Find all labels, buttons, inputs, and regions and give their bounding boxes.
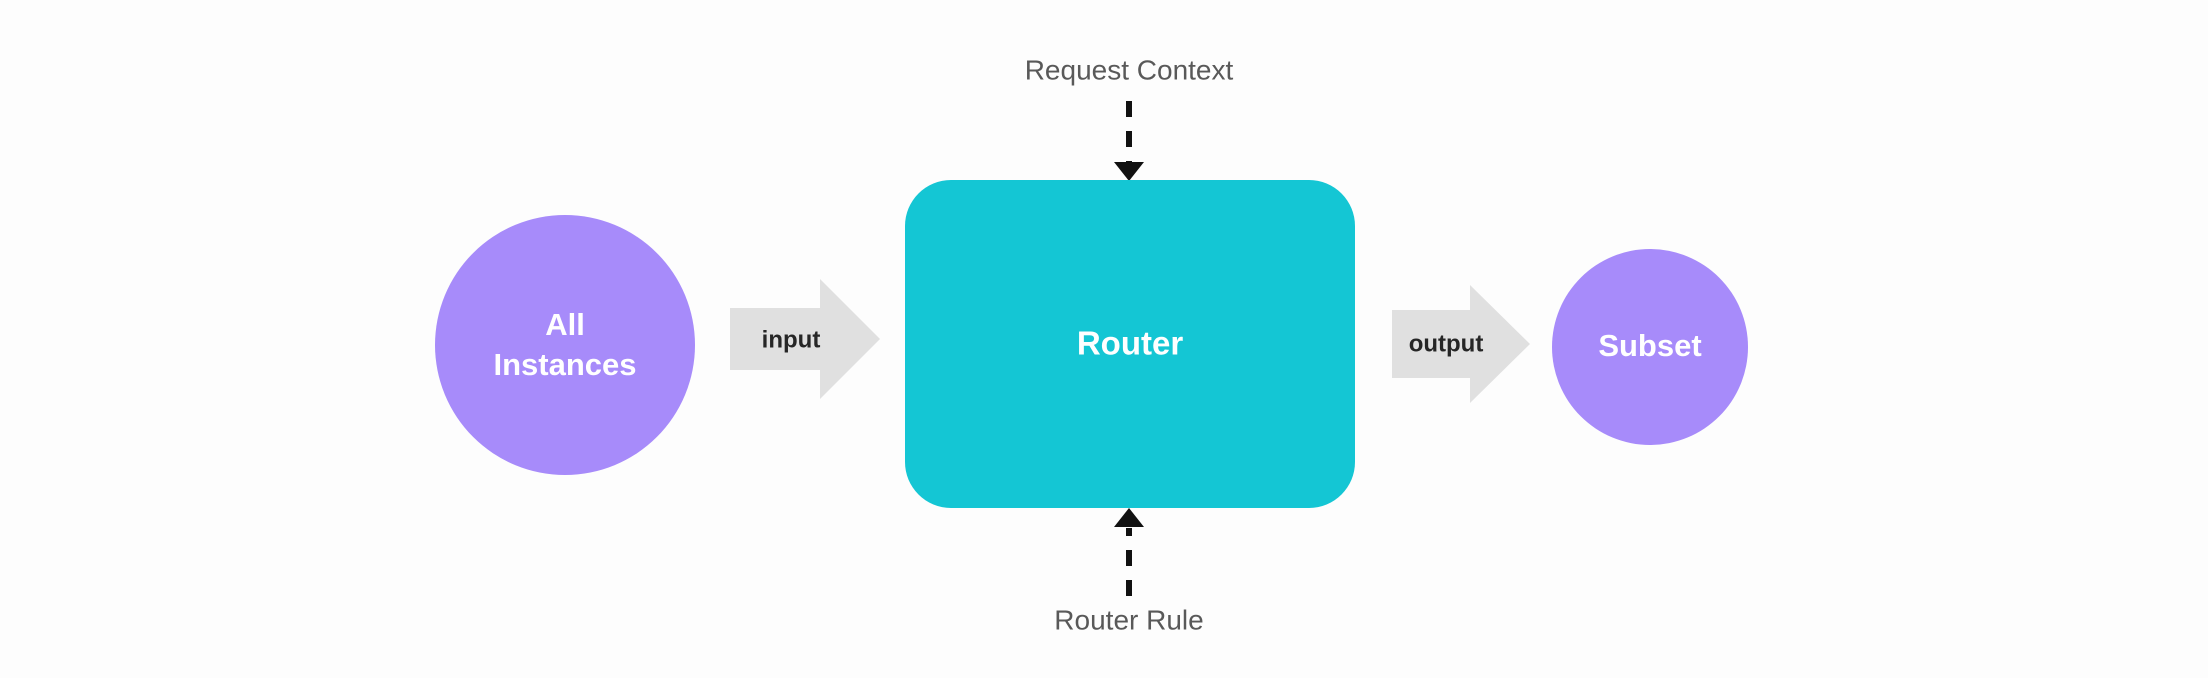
subset-circle[interactable] <box>1552 249 1748 445</box>
input-arrow-shape[interactable] <box>730 279 880 399</box>
router-rule-label: Router Rule <box>1054 604 1203 635</box>
router-rule-connector <box>1114 508 1144 596</box>
output-arrow-shape[interactable] <box>1392 285 1530 403</box>
output-arrow[interactable]: output <box>1392 285 1530 403</box>
request-context-connector <box>1114 101 1144 181</box>
all-instances-circle[interactable] <box>435 215 695 475</box>
router-box[interactable] <box>905 180 1355 508</box>
router-node[interactable]: Router <box>905 180 1355 508</box>
input-arrow[interactable]: input <box>730 279 880 399</box>
subset-node[interactable]: Subset <box>1552 249 1748 445</box>
request-context-label: Request Context <box>1025 54 1234 85</box>
all-instances-node[interactable]: All Instances <box>435 215 695 475</box>
